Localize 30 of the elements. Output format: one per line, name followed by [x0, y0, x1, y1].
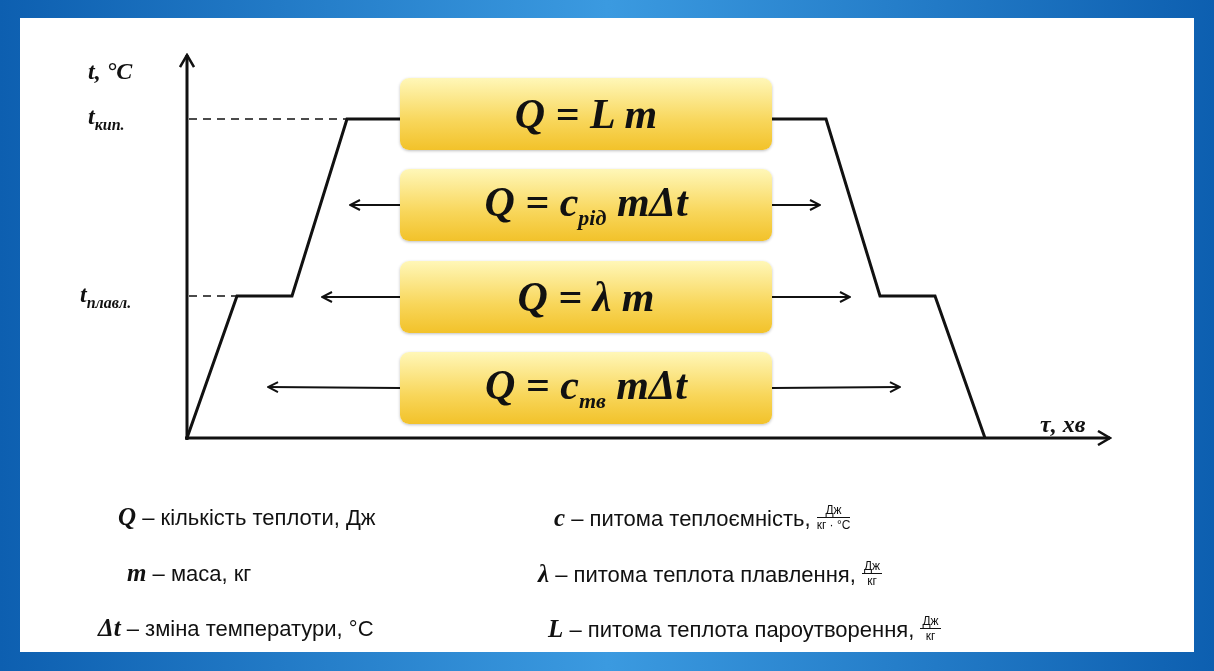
- unit-numerator: Дж: [816, 503, 851, 518]
- arrow: [772, 381, 901, 394]
- legend-text: Δt – зміна температури, °C: [98, 614, 374, 642]
- formula-text: Q = L m: [514, 90, 658, 138]
- formula-box: [400, 261, 772, 333]
- formula-text: Q = c$_{тв}$ mΔt: [485, 361, 687, 415]
- axis-tick-label: t$_{кип.}$: [88, 103, 125, 134]
- unit-numerator: Дж: [920, 614, 941, 629]
- legend-text: c – питома теплоємність,: [554, 503, 811, 532]
- arrow: [321, 291, 400, 303]
- arrow: [267, 381, 400, 394]
- unit-denominator: кг: [924, 629, 937, 643]
- axis-label: t, °C: [88, 58, 133, 85]
- formula-text: Q = λ m: [517, 273, 655, 321]
- legend-text: Q – кількість теплоти, Дж: [118, 503, 376, 531]
- arrow: [772, 199, 821, 211]
- legend-text: L – питома теплота пароутворення,: [548, 614, 915, 643]
- axis-label: τ, хв: [1040, 411, 1086, 438]
- unit-numerator: Дж: [861, 559, 883, 574]
- formula-box: [400, 352, 772, 424]
- legend-text: λ – питома теплота плавлення,: [538, 559, 856, 588]
- axis-tick-label: t$_{плавл.}$: [80, 281, 132, 312]
- arrow: [772, 291, 851, 303]
- unit-denominator: кг · °C: [816, 518, 851, 532]
- arrow: [349, 199, 400, 211]
- formula-text: Q = c$_{рід}$ mΔt: [484, 178, 688, 232]
- formula-box: [400, 169, 772, 241]
- legend-text: m – маса, кг: [127, 559, 252, 587]
- unit-denominator: кг: [866, 574, 878, 588]
- formula-box: [400, 78, 772, 150]
